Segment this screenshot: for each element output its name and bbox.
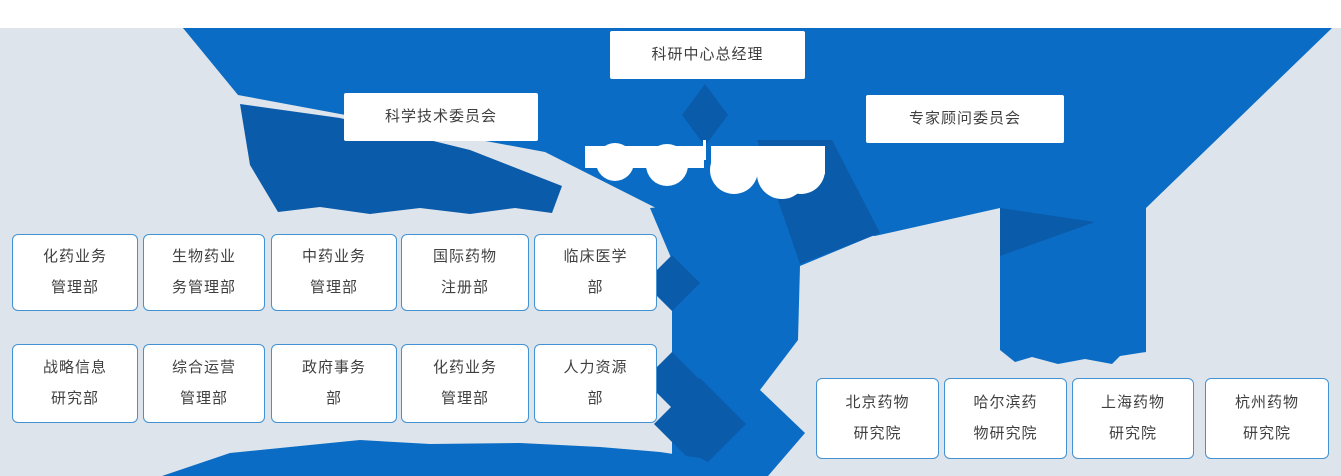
department-box: 综合运营 管理部	[143, 344, 265, 423]
department-box: 政府事务 部	[271, 344, 397, 423]
top-node-label: 科研中心总经理	[651, 45, 764, 63]
department-box: 人力资源 部	[534, 344, 657, 423]
top-white-strip	[0, 0, 1341, 28]
committee-right-label: 专家顾问委员会	[908, 109, 1021, 127]
committee-box-right: 专家顾问委员会	[866, 95, 1064, 143]
institute-box: 上海药物 研究院	[1072, 378, 1194, 459]
department-label: 中药业务 管理部	[301, 247, 366, 296]
department-label: 人力资源 部	[563, 358, 628, 407]
decor-white-blobs	[585, 140, 825, 199]
committee-box-left: 科学技术委员会	[344, 93, 538, 141]
decor-trunk-diamond-1	[644, 255, 700, 311]
department-box: 生物药业 务管理部	[143, 234, 265, 311]
decor-main-band	[183, 28, 1332, 236]
top-node-box: 科研中心总经理	[610, 31, 805, 79]
department-label: 化药业务 管理部	[432, 358, 497, 407]
institute-box: 北京药物 研究院	[816, 378, 939, 459]
committee-left-label: 科学技术委员会	[384, 107, 497, 125]
institute-label: 哈尔滨药 物研究院	[973, 393, 1038, 442]
institute-label: 北京药物 研究院	[845, 393, 910, 442]
department-label: 生物药业 务管理部	[171, 247, 236, 296]
department-box: 国际药物 注册部	[401, 234, 529, 311]
decor-trunk-dark-square	[654, 378, 746, 470]
department-label: 临床医学 部	[563, 247, 628, 296]
decor-bottom-label-blob	[162, 440, 735, 476]
department-box: 中药业务 管理部	[271, 234, 397, 311]
department-box: 化药业务 管理部	[401, 344, 529, 423]
institute-label: 杭州药物 研究院	[1234, 393, 1299, 442]
decor-left-label-blob	[240, 104, 562, 214]
institute-box: 杭州药物 研究院	[1205, 378, 1329, 459]
department-box: 战略信息 研究部	[12, 344, 138, 423]
decor-right-column	[1000, 208, 1146, 364]
department-label: 国际药物 注册部	[432, 247, 497, 296]
department-label: 综合运营 管理部	[171, 358, 236, 407]
department-label: 化药业务 管理部	[42, 247, 107, 296]
department-box: 临床医学 部	[534, 234, 657, 311]
institute-box: 哈尔滨药 物研究院	[944, 378, 1067, 459]
institute-label: 上海药物 研究院	[1100, 393, 1165, 442]
department-box: 化药业务 管理部	[12, 234, 138, 311]
department-label: 政府事务 部	[301, 358, 366, 407]
department-label: 战略信息 研究部	[42, 358, 107, 407]
decor-right-dark-wedge	[1000, 208, 1095, 256]
decor-diamond-top	[682, 84, 728, 146]
